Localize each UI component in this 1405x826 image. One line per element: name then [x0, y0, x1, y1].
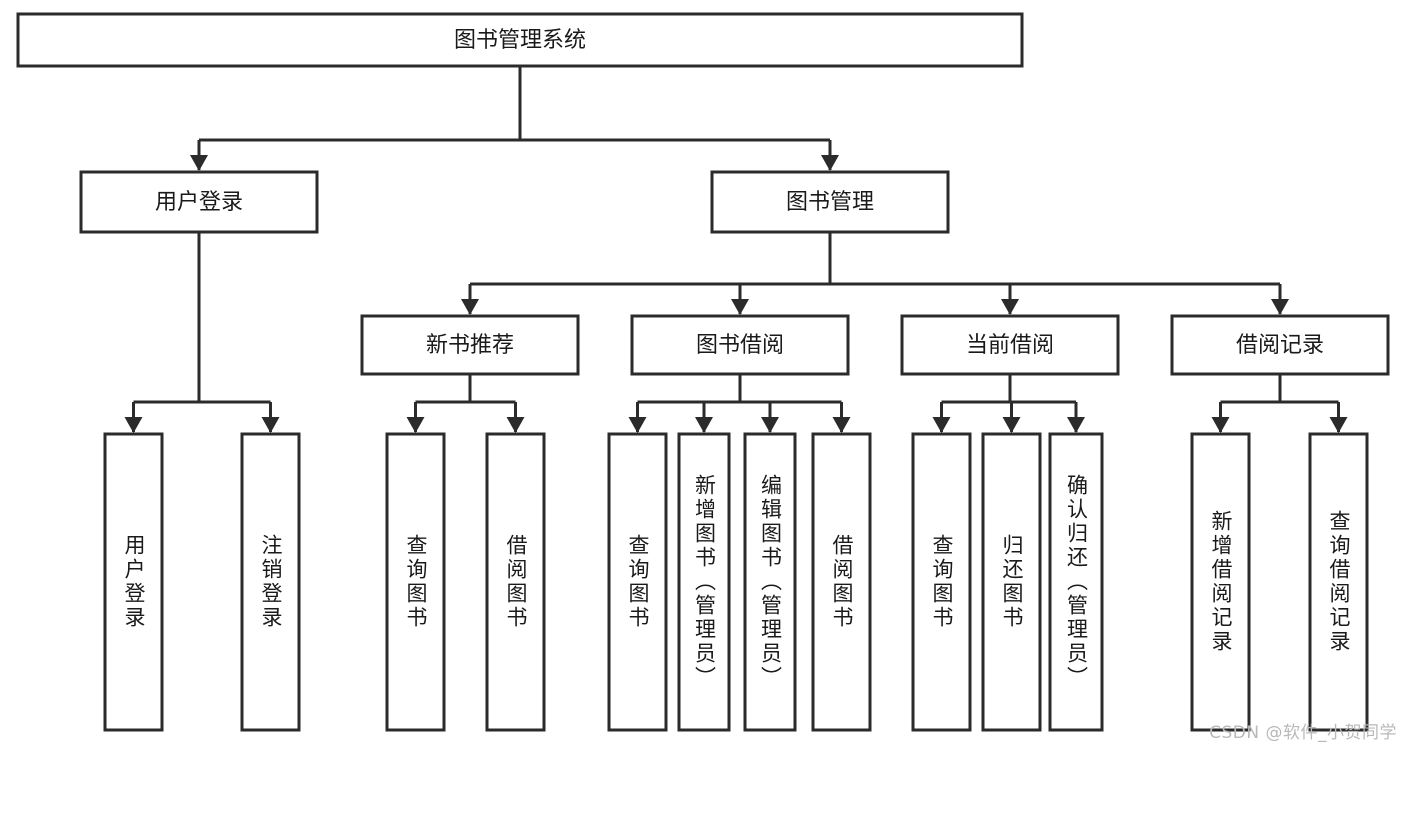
node-leaf-add-record[interactable]: [1190, 432, 1251, 732]
node-label-root: 图书管理系统: [454, 28, 586, 53]
arrow-head: [761, 417, 779, 433]
node-box-leaf-query-book-3: [911, 432, 972, 732]
node-leaf-query-book-3[interactable]: [911, 432, 972, 732]
arrow-head: [628, 417, 647, 433]
edge-group-book-borrow: [628, 374, 851, 433]
node-label-book-manage: 图书管理: [786, 190, 874, 215]
node-box-leaf-return-book: [981, 432, 1042, 732]
node-label-borrow-record: 借阅记录: [1236, 333, 1324, 358]
arrow-head: [461, 299, 479, 315]
node-box-leaf-confirm-return: [1048, 432, 1104, 732]
diagram-canvas: 图书管理系统用户登录图书管理新书推荐图书借阅当前借阅借阅记录 用户登录注销登录查…: [16, 12, 1397, 743]
arrow-head: [932, 417, 951, 433]
arrow-head: [1001, 299, 1019, 315]
node-leaf-add-book[interactable]: [677, 432, 731, 732]
arrow-head: [190, 155, 208, 171]
node-leaf-query-book-2[interactable]: [607, 432, 668, 732]
node-leaf-borrow-book-2[interactable]: [811, 432, 872, 732]
arrow-head: [506, 417, 525, 433]
node-leaf-confirm-return[interactable]: [1048, 432, 1104, 732]
node-box-book-manage: [710, 170, 950, 234]
node-box-root: [16, 12, 1024, 68]
node-label-book-borrow: 图书借阅: [696, 333, 784, 358]
node-box-borrow-record: [1170, 314, 1390, 376]
edge-group-root: [190, 66, 839, 171]
arrow-head: [124, 417, 143, 433]
edge-group-borrow-record: [1211, 374, 1348, 433]
node-box-leaf-logout: [240, 432, 301, 732]
node-leaf-borrow-book-1[interactable]: [485, 432, 546, 732]
node-label-user-login: 用户登录: [155, 190, 243, 215]
node-book-manage[interactable]: 图书管理: [710, 170, 950, 234]
node-label-new-book-recommend: 新书推荐: [426, 333, 514, 358]
arrow-head: [1002, 417, 1021, 433]
node-box-leaf-add-record: [1190, 432, 1251, 732]
node-box-leaf-user-login: [103, 432, 164, 732]
node-borrow-record[interactable]: 借阅记录: [1170, 314, 1390, 376]
node-leaf-user-login[interactable]: [103, 432, 164, 732]
node-label-current-borrow: 当前借阅: [966, 333, 1054, 358]
node-leaf-logout[interactable]: [240, 432, 301, 732]
arrow-head: [731, 299, 749, 315]
arrow-head: [832, 417, 851, 433]
node-box-leaf-query-record: [1308, 432, 1369, 732]
edge-group-book-manage: [461, 232, 1289, 315]
arrow-head: [406, 417, 425, 433]
node-box-current-borrow: [900, 314, 1120, 376]
node-new-book-recommend[interactable]: 新书推荐: [360, 314, 580, 376]
node-box-leaf-query-book-2: [607, 432, 668, 732]
node-user-login[interactable]: 用户登录: [79, 170, 319, 234]
node-current-borrow[interactable]: 当前借阅: [900, 314, 1120, 376]
arrow-head: [1329, 417, 1348, 433]
edge-group-user-login: [124, 232, 280, 433]
node-root[interactable]: 图书管理系统: [16, 12, 1024, 68]
edge-group-new-book-recommend: [406, 374, 525, 433]
node-box-leaf-edit-book: [743, 432, 797, 732]
node-box-leaf-query-book-1: [385, 432, 446, 732]
arrow-head: [261, 417, 280, 433]
node-leaf-query-book-1[interactable]: [385, 432, 446, 732]
node-box-book-borrow: [630, 314, 850, 376]
edges-layer: [124, 66, 1348, 433]
node-box-user-login: [79, 170, 319, 234]
arrow-head: [695, 417, 713, 433]
arrow-head: [1211, 417, 1230, 433]
node-box-leaf-borrow-book-1: [485, 432, 546, 732]
node-leaf-return-book[interactable]: [981, 432, 1042, 732]
node-box-new-book-recommend: [360, 314, 580, 376]
node-box-leaf-add-book: [677, 432, 731, 732]
watermark-text: CSDN @软件_小贺同学: [1209, 723, 1397, 743]
node-box-leaf-borrow-book-2: [811, 432, 872, 732]
arrow-head: [1271, 299, 1289, 315]
arrow-head: [821, 155, 839, 171]
edge-group-current-borrow: [932, 374, 1085, 433]
node-leaf-edit-book[interactable]: [743, 432, 797, 732]
arrow-head: [1067, 417, 1085, 433]
node-leaf-query-record[interactable]: [1308, 432, 1369, 732]
node-book-borrow[interactable]: 图书借阅: [630, 314, 850, 376]
